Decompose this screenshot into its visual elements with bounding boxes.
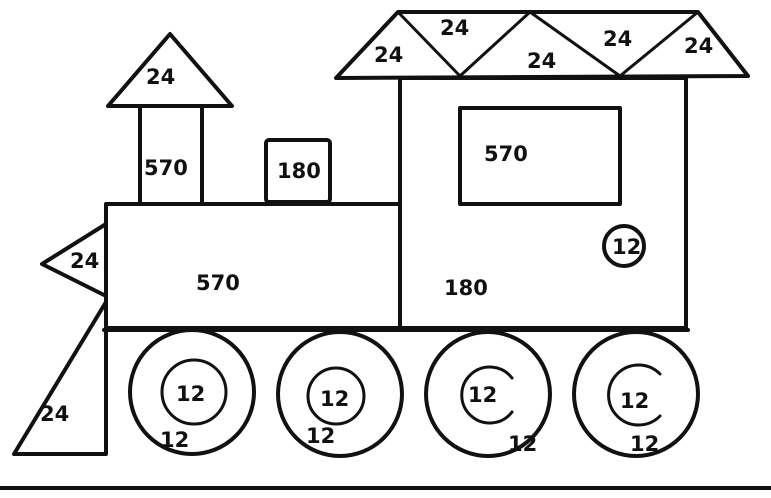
roof-triangle-label: 24 (440, 16, 469, 40)
wheel-1-inner-label: 12 (176, 382, 205, 406)
wheel-2-inner (306, 366, 366, 426)
wheel-3-inner-label: 12 (468, 383, 497, 407)
cowcatcher (12, 300, 108, 456)
wheel-4-outer (572, 330, 700, 458)
roof-zigzag (396, 10, 700, 78)
wheel-1-outer-label: 12 (160, 428, 189, 452)
wheel-1-outer (128, 328, 256, 456)
boiler-label: 570 (196, 271, 240, 295)
wheel-2-inner-label: 12 (320, 387, 349, 411)
porthole-label: 12 (612, 235, 641, 259)
wheel-3-outer (424, 330, 552, 458)
boiler (104, 202, 402, 330)
wheel-1-inner (160, 358, 228, 426)
wheel-4-inner-label: 12 (620, 389, 649, 413)
roof-triangle-label: 24 (527, 49, 556, 73)
chimney-cap-label: 24 (146, 65, 175, 89)
wheel-1 (128, 328, 256, 456)
roof-triangle-label: 24 (374, 43, 403, 67)
wheel-2 (276, 330, 404, 458)
wheel-3-inner (460, 365, 514, 425)
cab-label: 180 (444, 276, 488, 300)
window-label: 570 (484, 142, 528, 166)
headlamp-label: 24 (70, 249, 99, 273)
wheel-4 (572, 330, 700, 458)
wheel-3-outer-label: 12 (508, 432, 537, 456)
wheel-3 (424, 330, 552, 458)
wheel-2-outer-label: 12 (306, 424, 335, 448)
chimney-label: 570 (144, 156, 188, 180)
wheel-4-inner (607, 363, 662, 427)
headlamp (40, 222, 108, 298)
roof-triangle-label: 24 (684, 34, 713, 58)
wheel-2-outer (276, 330, 404, 458)
porthole (602, 224, 646, 268)
chimney (138, 104, 204, 206)
wheel-4-outer-label: 12 (630, 432, 659, 456)
cab-window (458, 106, 622, 206)
roof-triangle-label: 24 (603, 27, 632, 51)
dome-label: 180 (277, 159, 321, 183)
cowcatcher-label: 24 (40, 402, 69, 426)
